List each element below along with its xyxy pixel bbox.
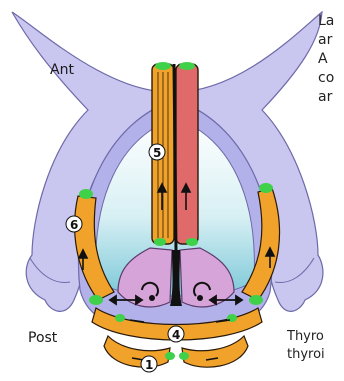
- side-text-line-3: A: [318, 50, 334, 69]
- side-text-line-5: ar: [318, 88, 334, 107]
- muscle-number-6: 6: [70, 218, 78, 232]
- bottom-text-line-1: Thyro: [287, 328, 325, 346]
- bottom-text-line-2: thyroi: [287, 346, 325, 364]
- muscle-number-5: 5: [153, 146, 161, 160]
- side-text-line-4: co: [318, 69, 334, 88]
- muscle-number-1: 1: [145, 358, 153, 372]
- muscle-1-left: [104, 336, 170, 367]
- side-text-line-2: ar: [318, 31, 334, 50]
- muscle-1-right: [182, 336, 248, 367]
- label-anterior: Ant: [50, 62, 74, 78]
- label-posterior: Post: [28, 330, 57, 346]
- bottom-text-block: Thyro thyroi: [287, 328, 325, 364]
- side-text-line-1: La: [318, 12, 334, 31]
- side-text-block: La ar A co ar: [318, 12, 334, 107]
- muscle-number-4: 4: [172, 328, 180, 342]
- vocal-cord-right: [176, 64, 198, 244]
